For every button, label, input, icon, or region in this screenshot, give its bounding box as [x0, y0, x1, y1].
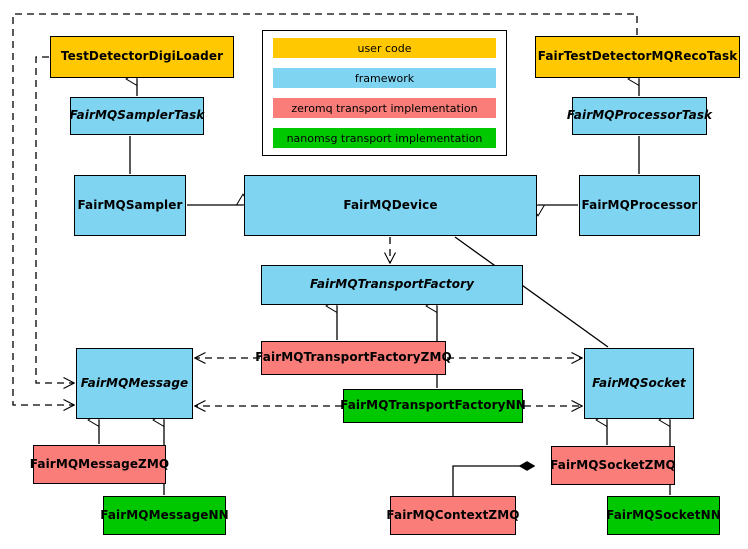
legend-item-framework: framework — [273, 68, 496, 88]
legend-label: user code — [357, 41, 412, 55]
legend-label: nanomsg transport implementation — [286, 131, 483, 145]
edge-device-socket — [454, 236, 609, 348]
class-node-fairmqcontextzmq[interactable]: FairMQContextZMQ — [386, 496, 519, 535]
class-label: FairMQProcessorTask — [566, 108, 713, 123]
legend-label: zeromq transport implementation — [291, 101, 478, 115]
legend-item-zeromq: zeromq transport implementation — [273, 98, 496, 118]
class-label: FairMQTransportFactoryNN — [340, 398, 526, 413]
legend-item-user-code: user code — [273, 38, 496, 58]
class-node-fairmqtransportfactory[interactable]: FairMQTransportFactory — [261, 265, 523, 305]
legend-label: framework — [354, 71, 415, 85]
legend-panel: user code framework zeromq transport imp… — [262, 30, 507, 156]
class-label: FairMQMessageZMQ — [29, 456, 170, 471]
class-label: FairMQSocketNN — [606, 507, 721, 522]
class-label: FairMQSocket — [592, 375, 686, 390]
class-label: FairMQSocketZMQ — [550, 457, 676, 472]
class-node-fairmqmessagenn[interactable]: FairMQMessageNN — [100, 496, 229, 535]
class-node-fairmqsocketzmq[interactable]: FairMQSocketZMQ — [550, 446, 676, 485]
class-node-fairmqprocessortask[interactable]: FairMQProcessorTask — [567, 97, 712, 135]
class-node-fairmqmessagezmq[interactable]: FairMQMessageZMQ — [29, 445, 170, 484]
class-label: FairTestDetectorMQRecoTask — [537, 49, 738, 64]
class-node-fairmqdevice[interactable]: FairMQDevice — [244, 175, 537, 236]
class-label: FairMQMessageNN — [100, 507, 229, 522]
class-label: FairMQTransportFactory — [309, 277, 475, 292]
edge-recotask-message — [12, 13, 638, 405]
class-node-fairmqtransportfactoryzmq[interactable]: FairMQTransportFactoryZMQ — [255, 341, 452, 375]
class-label: FairMQProcessor — [581, 197, 698, 212]
class-node-fairmqprocessor[interactable]: FairMQProcessor — [579, 175, 700, 236]
class-node-fairmqtransportfactorynn[interactable]: FairMQTransportFactoryNN — [340, 389, 526, 423]
class-label: FairMQSamplerTask — [69, 108, 205, 123]
class-node-fairmqsocketnn[interactable]: FairMQSocketNN — [606, 496, 721, 535]
legend-item-nanomsg: nanomsg transport implementation — [273, 128, 496, 148]
class-label: FairMQContextZMQ — [386, 507, 520, 522]
class-node-fairmqsocket[interactable]: FairMQSocket — [584, 348, 694, 419]
class-node-testdetectordigiloader[interactable]: TestDetectorDigiLoader — [50, 36, 234, 78]
class-label: FairMQTransportFactoryZMQ — [255, 350, 452, 365]
class-label: FairMQDevice — [343, 197, 438, 212]
class-label: TestDetectorDigiLoader — [60, 49, 224, 64]
class-label: FairMQSampler — [77, 197, 183, 212]
class-node-fairmqmessage[interactable]: FairMQMessage — [76, 348, 193, 419]
class-node-fairmqsamplertask[interactable]: FairMQSamplerTask — [70, 97, 204, 135]
class-label: FairMQMessage — [80, 375, 189, 390]
edge-digiloader-message — [35, 56, 74, 383]
class-node-fairtestdetectormqrecotask[interactable]: FairTestDetectorMQRecoTask — [535, 36, 740, 78]
class-node-fairmqsampler[interactable]: FairMQSampler — [74, 175, 186, 236]
